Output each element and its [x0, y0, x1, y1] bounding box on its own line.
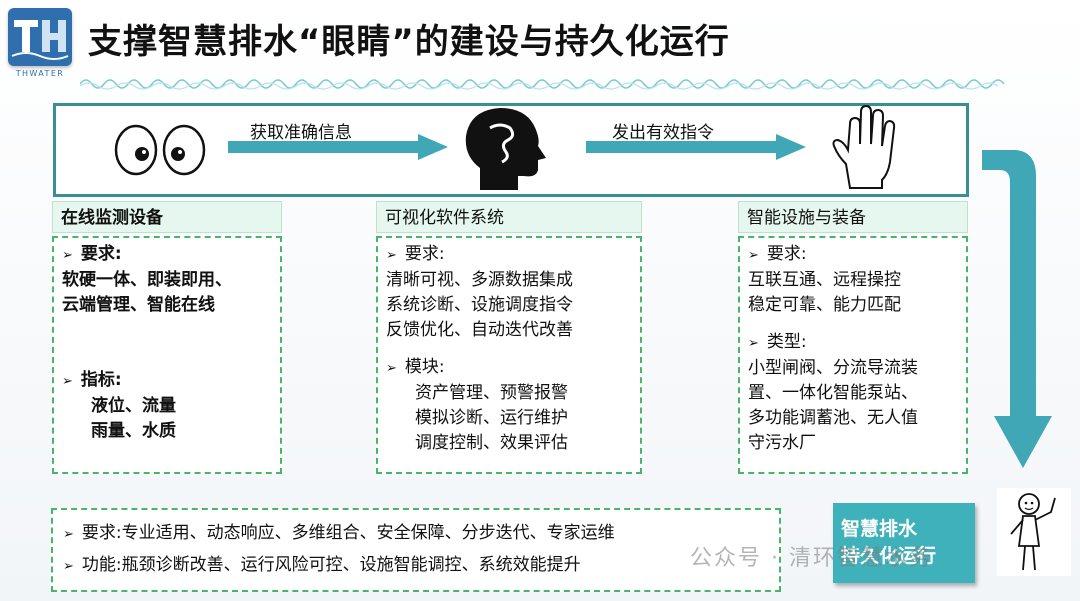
requirement-line: 清晰可视、多源数据集成 — [386, 270, 573, 290]
stick-figure-icon — [997, 488, 1071, 576]
bottom-summary-box: ➢ 要求:专业适用、动态响应、多维组合、安全保障、分步迭代、专家运维 ➢ 功能:瓶颈… — [51, 508, 781, 592]
requirement-label: 要求: — [404, 244, 445, 264]
eyes-icon — [114, 124, 206, 176]
indicator-label: 指标: — [80, 370, 122, 390]
requirement-label: 要求: — [766, 244, 807, 264]
section-box-software: ➢ 要求: 清晰可视、多源数据集成 系统诊断、设施调度指令 反馈优化、自动迭代改善… — [376, 236, 642, 474]
wave-divider — [80, 79, 1005, 90]
triangle-bullet-icon: ➢ — [748, 336, 759, 351]
indicator-line: 液位、流量 — [91, 396, 176, 416]
head-silhouette-icon — [465, 108, 546, 190]
requirement-line: 系统诊断、设施调度指令 — [386, 295, 573, 315]
indicator-line: 雨量、水质 — [91, 421, 176, 441]
bottom-requirement: 要求:专业适用、动态响应、多维组合、安全保障、分步迭代、专家运维 — [81, 523, 615, 543]
company-logo — [8, 8, 72, 66]
type-line: 多功能调蓄池、无人值 — [748, 408, 918, 428]
section-heading-software: 可视化软件系统 — [376, 201, 642, 233]
triangle-bullet-icon: ➢ — [62, 248, 73, 263]
triangle-bullet-icon: ➢ — [386, 361, 397, 376]
section-box-facilities: ➢ 要求: 互联互通、远程操控 稳定可靠、能力匹配 ➢ 类型: 小型闸阀、分流导流装… — [738, 236, 968, 474]
result-line-2: 持久化运行 — [841, 545, 937, 567]
triangle-bullet-icon: ➢ — [386, 248, 397, 263]
requirement-line: 稳定可靠、能力匹配 — [748, 295, 901, 315]
module-line: 调度控制、效果评估 — [415, 433, 568, 453]
curved-down-arrow-icon — [982, 150, 1052, 468]
requirement-line: 互联互通、远程操控 — [748, 270, 901, 290]
type-line: 守污水厂 — [748, 433, 816, 453]
module-label: 模块: — [404, 357, 445, 377]
result-line-1: 智慧排水 — [841, 518, 918, 540]
right-arrow-icon — [586, 134, 806, 160]
type-label: 类型: — [766, 332, 807, 352]
type-line: 置、一体化智能泵站、 — [748, 383, 918, 403]
triangle-bullet-icon: ➢ — [62, 374, 73, 389]
requirement-label: 要求: — [80, 244, 122, 264]
requirement-line: 软硬一体、即装即用、 — [62, 270, 232, 290]
hand-icon — [832, 104, 896, 189]
module-line: 模拟诊断、运行维护 — [415, 408, 568, 428]
type-line: 小型闸阀、分流导流装 — [748, 358, 918, 378]
section-heading-monitoring: 在线监测设备 — [52, 201, 282, 233]
section-box-monitoring: ➢ 要求: 软硬一体、即装即用、 云端管理、智能在线 ➢ 指标: 液位、流量 雨量、… — [52, 236, 282, 474]
module-line: 资产管理、预警报警 — [415, 383, 568, 403]
requirement-line: 反馈优化、自动迭代改善 — [386, 320, 573, 340]
right-arrow-icon — [228, 134, 448, 160]
section-heading-facilities: 智能设施与装备 — [738, 201, 968, 233]
bottom-function: 功能:瓶颈诊断改善、运行风险可控、设施智能调控、系统效能提升 — [81, 555, 581, 575]
triangle-bullet-icon: ➢ — [748, 248, 759, 263]
requirement-line: 云端管理、智能在线 — [62, 295, 215, 315]
flow-label-acquire: 获取准确信息 — [250, 123, 352, 143]
result-box: 智慧排水 持久化运行 — [833, 503, 975, 583]
flow-label-command: 发出有效指令 — [612, 123, 714, 143]
watermark: 公众号 · 清环智慧水务 — [690, 546, 933, 571]
triangle-bullet-icon: ➢ — [63, 559, 74, 574]
logo-caption: THWATER — [15, 69, 65, 78]
triangle-bullet-icon: ➢ — [63, 527, 74, 542]
page-title: 支撑智慧排水“眼睛”的建设与持久化运行 — [88, 22, 730, 62]
